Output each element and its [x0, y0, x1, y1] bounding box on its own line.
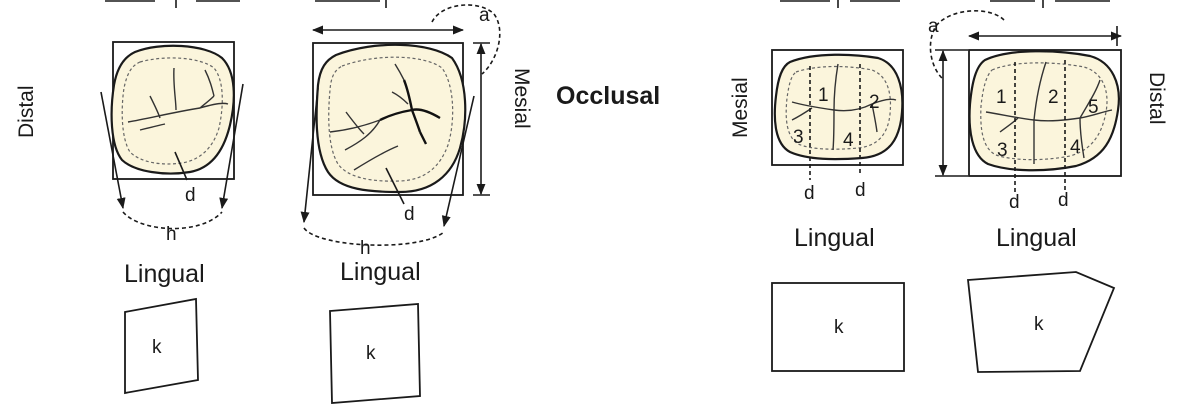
tooth-2-label-a: a	[479, 5, 490, 26]
tooth-3-label-d2: d	[855, 180, 866, 201]
tooth-2-crown	[315, 43, 467, 194]
tooth-2-lingual: Lingual	[340, 258, 421, 286]
k-shape-1	[124, 297, 199, 395]
tooth-4-cusp-5: 5	[1088, 97, 1099, 118]
occlusal-title: Occlusal	[556, 82, 660, 110]
tooth-3	[771, 49, 904, 180]
tooth-1	[100, 41, 244, 230]
right-mesial-label: Mesial	[729, 77, 752, 138]
tooth-4-cusp-4: 4	[1070, 137, 1081, 158]
top-edge-marks	[105, 0, 1110, 8]
tooth-1-label-h: h	[166, 224, 177, 245]
tooth-4	[929, 10, 1123, 192]
tooth-3-lingual: Lingual	[794, 224, 875, 252]
k-label-2: k	[366, 343, 376, 364]
k-shape-4	[967, 271, 1116, 373]
tooth-2-label-d: d	[404, 204, 415, 225]
tooth-4-cusp-2: 2	[1048, 87, 1059, 108]
k-shape-3	[771, 282, 905, 372]
k-shape-2	[329, 303, 421, 404]
tooth-3-cusp-2: 2	[869, 92, 880, 113]
right-distal-label: Distal	[1145, 72, 1168, 125]
tooth-4-label-d2: d	[1058, 190, 1069, 211]
tooth-1-lingual: Lingual	[124, 260, 205, 288]
tooth-4-cusp-3: 3	[997, 140, 1008, 161]
tooth-4-cusp-1: 1	[996, 87, 1007, 108]
left-distal-label: Distal	[15, 85, 38, 138]
tooth-4-label-a: a	[928, 16, 939, 37]
tooth-3-crown	[773, 53, 904, 161]
tooth-3-cusp-4: 4	[843, 130, 854, 151]
tooth-2	[300, 4, 501, 246]
tooth-2-label-h: h	[360, 238, 371, 259]
tooth-4-lingual: Lingual	[996, 224, 1077, 252]
tooth-3-cusp-3: 3	[793, 127, 804, 148]
tooth-3-label-d1: d	[804, 183, 815, 204]
tooth-1-label-d: d	[185, 185, 196, 206]
k-label-4: k	[1034, 314, 1044, 335]
tooth-3-cusp-1: 1	[818, 85, 829, 106]
k-label-1: k	[152, 337, 162, 358]
tooth-4-label-d1: d	[1009, 192, 1020, 213]
k-label-3: k	[834, 317, 844, 338]
left-mesial-label: Mesial	[510, 68, 533, 129]
tooth-1-crown	[110, 44, 235, 175]
